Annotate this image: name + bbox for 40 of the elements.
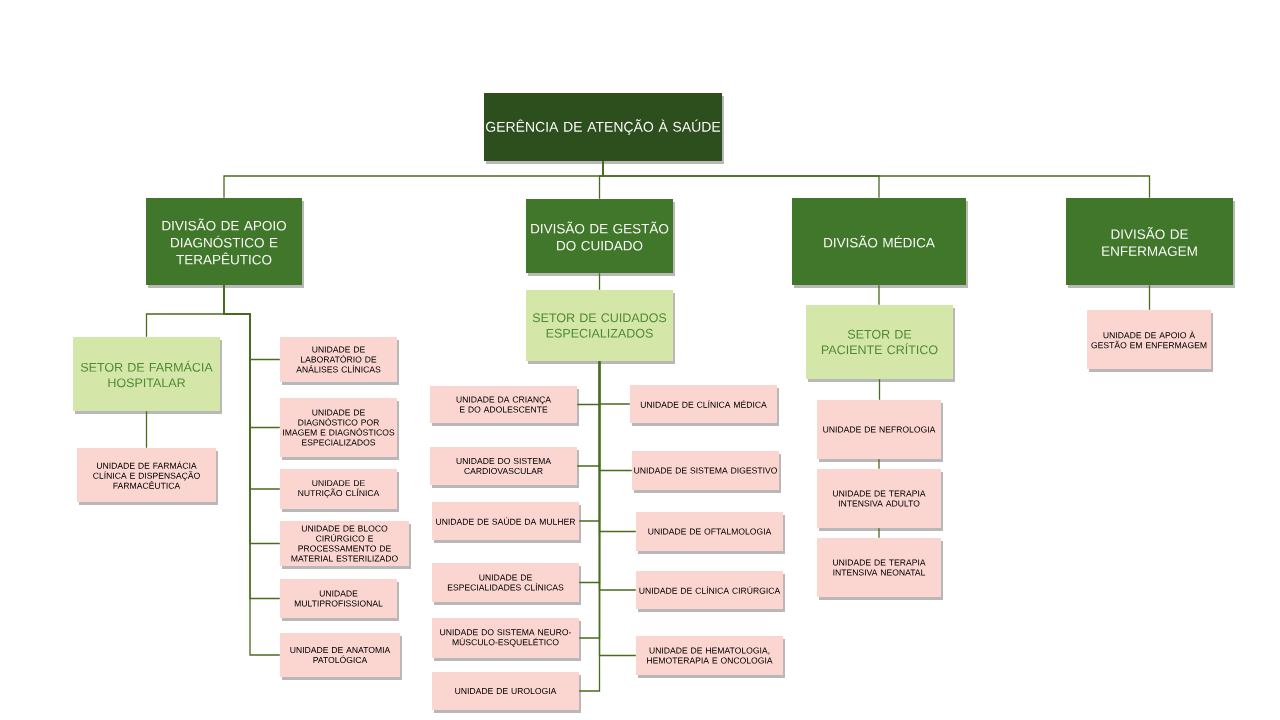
unit-box: UNIDADE DE HEMATOLOGIA, HEMOTERAPIA E ONCOLOGIA xyxy=(636,636,785,678)
unit-box: UNIDADE DA CRIANÇA E DO ADOLESCENTE xyxy=(430,386,579,426)
unit-box: UNIDADE DE BLOCO CIRÚRGICO E PROCESSAMENTO DE MATERIAL ESTERILIZADO xyxy=(280,521,411,569)
division-box: DIVISÃO DE APOIO DIAGNÓSTICO E TERAPÊUTICO xyxy=(146,198,304,288)
unit-box: UNIDADE DE APOIO À GESTÃO EM ENFERMAGEM xyxy=(1087,310,1213,372)
unit-box: UNIDADE DE CLÍNICA CIRÚRGICA xyxy=(636,571,785,612)
unit-box: UNIDADE DE FARMÁCIA CLÍNICA E DISPENSAÇÃO FARMACÊUTICA xyxy=(77,448,218,505)
unit-box: UNIDADE DE CLÍNICA MÉDICA xyxy=(630,385,779,426)
division-box: DIVISÃO MÉDICA xyxy=(792,198,968,288)
unit-box: UNIDADE DE UROLOGIA xyxy=(432,672,581,713)
connector-line xyxy=(145,410,148,449)
unit-box: UNIDADE DE SISTEMA DIGESTIVO xyxy=(632,451,781,493)
unit-box: UNIDADE DE NEFROLOGIA xyxy=(817,400,943,462)
connector-line xyxy=(602,160,1151,199)
division-box: DIVISÃO DE GESTÃO DO CUIDADO xyxy=(526,199,675,276)
connector-line xyxy=(1148,284,1151,311)
unit-box: UNIDADE DE DIAGNÓSTICO POR IMAGEM E DIAGNÓSTICOS ESPECIALIZADOS xyxy=(280,398,399,460)
unit-box: UNIDADE DE SAÚDE DA MULHER xyxy=(432,502,581,543)
division-box: DIVISÃO DE ENFERMAGEM xyxy=(1066,198,1235,288)
management-box: GERÊNCIA DE ATENÇÃO À SAÚDE xyxy=(484,93,724,164)
unit-box: UNIDADE DE ESPECIALIDADES CLÍNICAS xyxy=(432,563,581,605)
connector-line xyxy=(878,378,881,401)
unit-box: UNIDADE DE ANATOMIA PATOLÓGICA xyxy=(280,633,402,680)
connector-line xyxy=(223,284,281,656)
sector-box: SETOR DE CUIDADOS ESPECIALIZADOS xyxy=(526,290,675,364)
connector-line xyxy=(878,458,880,470)
unit-box: UNIDADE DE TERAPIA INTENSIVA ADULTO xyxy=(817,469,943,531)
unit-box: UNIDADE DE LABORATÓRIO DE ANÁLISES CLÍNICAS xyxy=(280,337,399,385)
unit-box: UNIDADE DE NUTRIÇÃO CLÍNICA xyxy=(280,469,399,512)
unit-box: UNIDADE DE OFTALMOLOGIA xyxy=(636,512,785,554)
unit-box: UNIDADE MULTIPROFISSIONAL xyxy=(280,579,399,621)
connector-line xyxy=(598,272,601,291)
sector-box: SETOR DE PACIENTE CRÍTICO xyxy=(806,305,955,382)
connector-line xyxy=(578,360,601,692)
unit-box: UNIDADE DE TERAPIA INTENSIVA NEONATAL xyxy=(817,538,943,600)
unit-box: UNIDADE DO SISTEMA CARDIOVASCULAR xyxy=(430,447,579,488)
connector-line xyxy=(878,284,880,306)
unit-box: UNIDADE DO SISTEMA NEURO-MÚSCULO-ESQUELÉTICO xyxy=(432,618,581,661)
sector-box: SETOR DE FARMÁCIA HOSPITALAR xyxy=(73,337,222,414)
connector-line xyxy=(878,527,880,539)
